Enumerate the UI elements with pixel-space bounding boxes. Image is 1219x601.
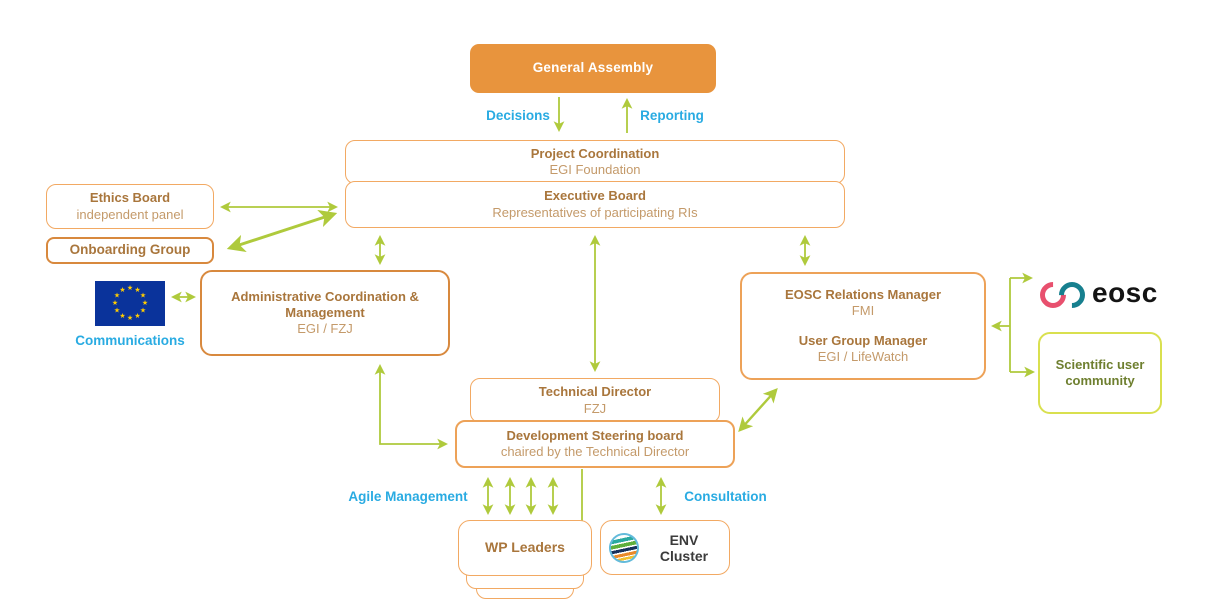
reporting-label: Reporting: [640, 108, 704, 123]
wp-leaders-box: WP Leaders: [458, 520, 592, 576]
administrative-subtitle: EGI / FZJ: [297, 321, 353, 337]
project-coordination-title: Project Coordination: [530, 145, 660, 161]
arrow-steering-eosc-diagonal: [738, 387, 778, 433]
user-group-manager-title: User Group Manager: [798, 333, 928, 348]
arrow-onboarding-exec: [226, 209, 338, 253]
scientific-community-title: Scientific user community: [1055, 356, 1145, 388]
env-cluster-logo-icon: [606, 529, 642, 566]
eosc-relations-subtitle: FMI: [851, 302, 875, 318]
env-cluster-title: ENV Cluster: [659, 531, 709, 564]
ethics-board-box: Ethics Board independent panel: [46, 184, 214, 229]
scientific-community-box: Scientific user community: [1038, 332, 1162, 414]
executive-board-subtitle: Representatives of participating RIs: [492, 204, 698, 220]
eosc-logo-text: eosc: [1092, 277, 1158, 308]
communications-label: Communications: [75, 333, 185, 348]
onboarding-group-title: Onboarding Group: [69, 242, 191, 258]
env-cluster-box: ENV Cluster: [600, 520, 730, 575]
technical-director-title: Technical Director: [538, 384, 652, 400]
eosc-relations-title: EOSC Relations Manager: [784, 286, 942, 302]
administrative-title: Administrative Coordination & Management: [231, 288, 419, 320]
arrow-admin-steering-elbow: [374, 363, 449, 450]
onboarding-group-box: Onboarding Group: [46, 237, 214, 264]
eosc-logo: eosc: [1034, 276, 1158, 313]
eu-flag: [95, 281, 165, 326]
technical-director-box: Technical Director FZJ: [470, 378, 720, 423]
decisions-label: Decisions: [486, 108, 550, 123]
steering-board-subtitle: chaired by the Technical Director: [500, 444, 690, 459]
ethics-board-title: Ethics Board: [89, 190, 171, 206]
general-assembly-title: General Assembly: [532, 60, 654, 76]
executive-board-box: Executive Board Representatives of parti…: [345, 181, 845, 228]
eosc-relations-box: EOSC Relations Manager FMI User Group Ma…: [740, 272, 986, 380]
ethics-board-subtitle: independent panel: [76, 206, 184, 222]
agile-management-label: Agile Management: [348, 489, 468, 504]
project-coordination-box: Project Coordination EGI Foundation: [345, 140, 845, 184]
consultation-label: Consultation: [684, 489, 767, 504]
executive-board-title: Executive Board: [544, 188, 646, 204]
steering-board-box: Development Steering board chaired by th…: [455, 420, 735, 468]
user-group-manager-subtitle: EGI / LifeWatch: [817, 349, 909, 365]
wp-leaders-title: WP Leaders: [485, 539, 565, 556]
eosc-logo-teal-ring-icon: [1053, 276, 1091, 313]
general-assembly-box: General Assembly: [470, 44, 716, 93]
project-coordination-subtitle: EGI Foundation: [549, 162, 641, 177]
steering-board-title: Development Steering board: [506, 427, 684, 443]
technical-director-subtitle: FZJ: [583, 400, 607, 416]
administrative-box: Administrative Coordination & Management…: [200, 270, 450, 356]
